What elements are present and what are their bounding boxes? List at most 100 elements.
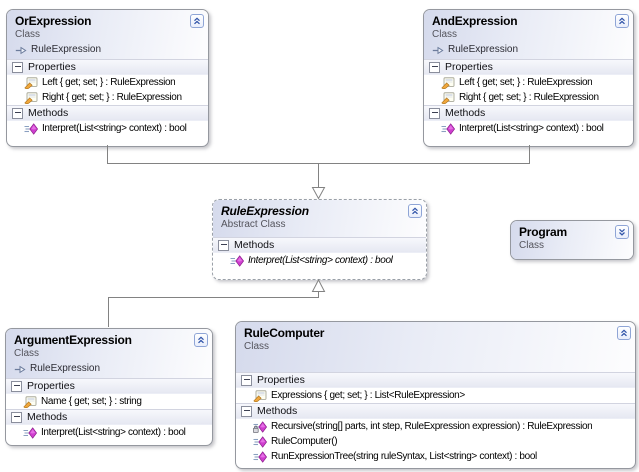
member-row[interactable]: Expressions { get; set; } : List<RuleExp…	[236, 388, 635, 403]
member-text: Recursive(string[] parts, int step, Rule…	[271, 421, 593, 432]
member-row[interactable]: RunExpressionTree(string ruleSyntax, Lis…	[236, 449, 635, 464]
member-row[interactable]: Left { get; set; } : RuleExpression	[7, 75, 208, 90]
member-row[interactable]: Interpret(List<string> context) : bool	[6, 425, 212, 440]
member-text: Left { get; set; } : RuleExpression	[459, 77, 593, 88]
section-header-properties[interactable]: Properties	[424, 59, 633, 75]
class-title: OrExpression	[15, 14, 92, 28]
inheritance-arrow-icon	[14, 365, 26, 374]
inheritance-connector-andexpression-to-ruleexpression[interactable]	[318, 145, 530, 164]
class-header[interactable]: Program Class	[511, 221, 633, 259]
member-text: RunExpressionTree(string ruleSyntax, Lis…	[271, 451, 537, 462]
method-icon	[230, 255, 244, 267]
collapse-button[interactable]	[408, 204, 422, 218]
inheritance-arrow-icon	[432, 46, 444, 55]
section-expander-icon	[218, 239, 229, 251]
base-type-row: RuleExpression	[432, 44, 627, 56]
property-icon	[24, 92, 38, 104]
section-header-methods[interactable]: Methods	[6, 409, 212, 425]
member-row[interactable]: Right { get; set; } : RuleExpression	[424, 90, 633, 105]
member-row[interactable]: Interpret(List<string> context) : bool	[213, 253, 426, 268]
member-text: Left { get; set; } : RuleExpression	[42, 77, 176, 88]
section-header-properties[interactable]: Properties	[7, 59, 208, 75]
chevron-double-down-icon	[617, 227, 627, 237]
class-title: RuleExpression	[221, 204, 309, 218]
method-icon	[24, 123, 38, 135]
class-header[interactable]: OrExpression Class RuleExpression	[7, 10, 208, 59]
collapse-button[interactable]	[617, 326, 631, 340]
class-header[interactable]: AndExpression Class RuleExpression	[424, 10, 633, 59]
section-expander-icon	[241, 374, 252, 386]
section-header-methods[interactable]: Methods	[424, 105, 633, 121]
inheritance-triangle-icon	[311, 278, 326, 292]
collapse-button[interactable]	[190, 14, 204, 28]
class-box-ruleexpression[interactable]: RuleExpression Abstract Class Methods In…	[212, 199, 427, 280]
section-label: Methods	[257, 405, 298, 417]
member-text: Interpret(List<string> context) : bool	[459, 123, 604, 134]
inheritance-connector-argumentexpression-to-ruleexpression[interactable]	[108, 278, 326, 327]
member-text: Interpret(List<string> context) : bool	[248, 255, 393, 266]
member-text: Interpret(List<string> context) : bool	[42, 123, 187, 134]
member-row[interactable]: Left { get; set; } : RuleExpression	[424, 75, 633, 90]
class-box-argumentexpression[interactable]: ArgumentExpression Class RuleExpression …	[5, 328, 213, 446]
class-header[interactable]: RuleComputer Class	[236, 322, 635, 372]
class-box-program[interactable]: Program Class	[510, 220, 634, 260]
section-header-methods[interactable]: Methods	[7, 105, 208, 121]
member-row[interactable]: Recursive(string[] parts, int step, Rule…	[236, 419, 635, 434]
class-stereotype: Class	[14, 348, 40, 359]
section-label: Properties	[28, 61, 76, 73]
member-row[interactable]: Interpret(List<string> context) : bool	[7, 121, 208, 136]
base-type-name: RuleExpression	[448, 44, 519, 55]
class-header[interactable]: RuleExpression Abstract Class	[213, 200, 426, 237]
member-row[interactable]: Right { get; set; } : RuleExpression	[7, 90, 208, 105]
section-label: Properties	[445, 61, 493, 73]
section-expander-icon	[429, 107, 440, 119]
section-expander-icon	[241, 405, 252, 417]
property-icon	[441, 92, 455, 104]
class-box-orexpression[interactable]: OrExpression Class RuleExpression Proper…	[6, 9, 209, 147]
member-row[interactable]: Interpret(List<string> context) : bool	[424, 121, 633, 136]
inheritance-connector-trunk-top[interactable]	[311, 163, 326, 200]
property-icon	[441, 77, 455, 89]
class-title: AndExpression	[432, 14, 518, 28]
section-expander-icon	[11, 411, 22, 423]
class-stereotype: Class	[432, 29, 458, 40]
member-text: RuleComputer()	[271, 436, 338, 447]
member-row[interactable]: Name { get; set; } : string	[6, 394, 212, 409]
section-label: Properties	[257, 374, 305, 386]
member-row[interactable]: RuleComputer()	[236, 434, 635, 449]
base-type-row: RuleExpression	[15, 44, 202, 56]
class-title: RuleComputer	[244, 326, 325, 340]
section-header-properties[interactable]: Properties	[236, 372, 635, 388]
section-label: Methods	[234, 239, 275, 251]
collapse-button[interactable]	[615, 14, 629, 28]
chevron-double-up-icon	[196, 335, 206, 345]
collapse-button[interactable]	[194, 333, 208, 347]
class-title: ArgumentExpression	[14, 333, 132, 347]
member-text: Expressions { get; set; } : List<RuleExp…	[271, 390, 465, 401]
base-type-name: RuleExpression	[31, 44, 102, 55]
class-title: Program	[519, 225, 567, 239]
method-icon	[23, 427, 37, 439]
expand-button[interactable]	[615, 225, 629, 239]
section-header-methods[interactable]: Methods	[236, 403, 635, 419]
private-method-icon	[253, 421, 267, 433]
class-header[interactable]: ArgumentExpression Class RuleExpression	[6, 329, 212, 378]
class-stereotype: Abstract Class	[221, 219, 286, 230]
section-label: Methods	[27, 411, 68, 423]
section-label: Methods	[445, 107, 486, 119]
class-box-andexpression[interactable]: AndExpression Class RuleExpression Prope…	[423, 9, 634, 147]
inheritance-connector-orexpression-to-ruleexpression[interactable]	[107, 145, 319, 164]
section-expander-icon	[12, 107, 23, 119]
base-type-row: RuleExpression	[14, 363, 206, 375]
chevron-double-up-icon	[617, 16, 627, 26]
section-header-properties[interactable]: Properties	[6, 378, 212, 394]
section-header-methods[interactable]: Methods	[213, 237, 426, 253]
class-stereotype: Class	[244, 341, 270, 352]
class-stereotype: Class	[519, 240, 545, 251]
method-icon	[253, 436, 267, 448]
class-box-rulecomputer[interactable]: RuleComputer Class Properties Expression…	[235, 321, 636, 469]
member-text: Right { get; set; } : RuleExpression	[42, 92, 182, 103]
section-label: Properties	[27, 380, 75, 392]
method-icon	[253, 451, 267, 463]
